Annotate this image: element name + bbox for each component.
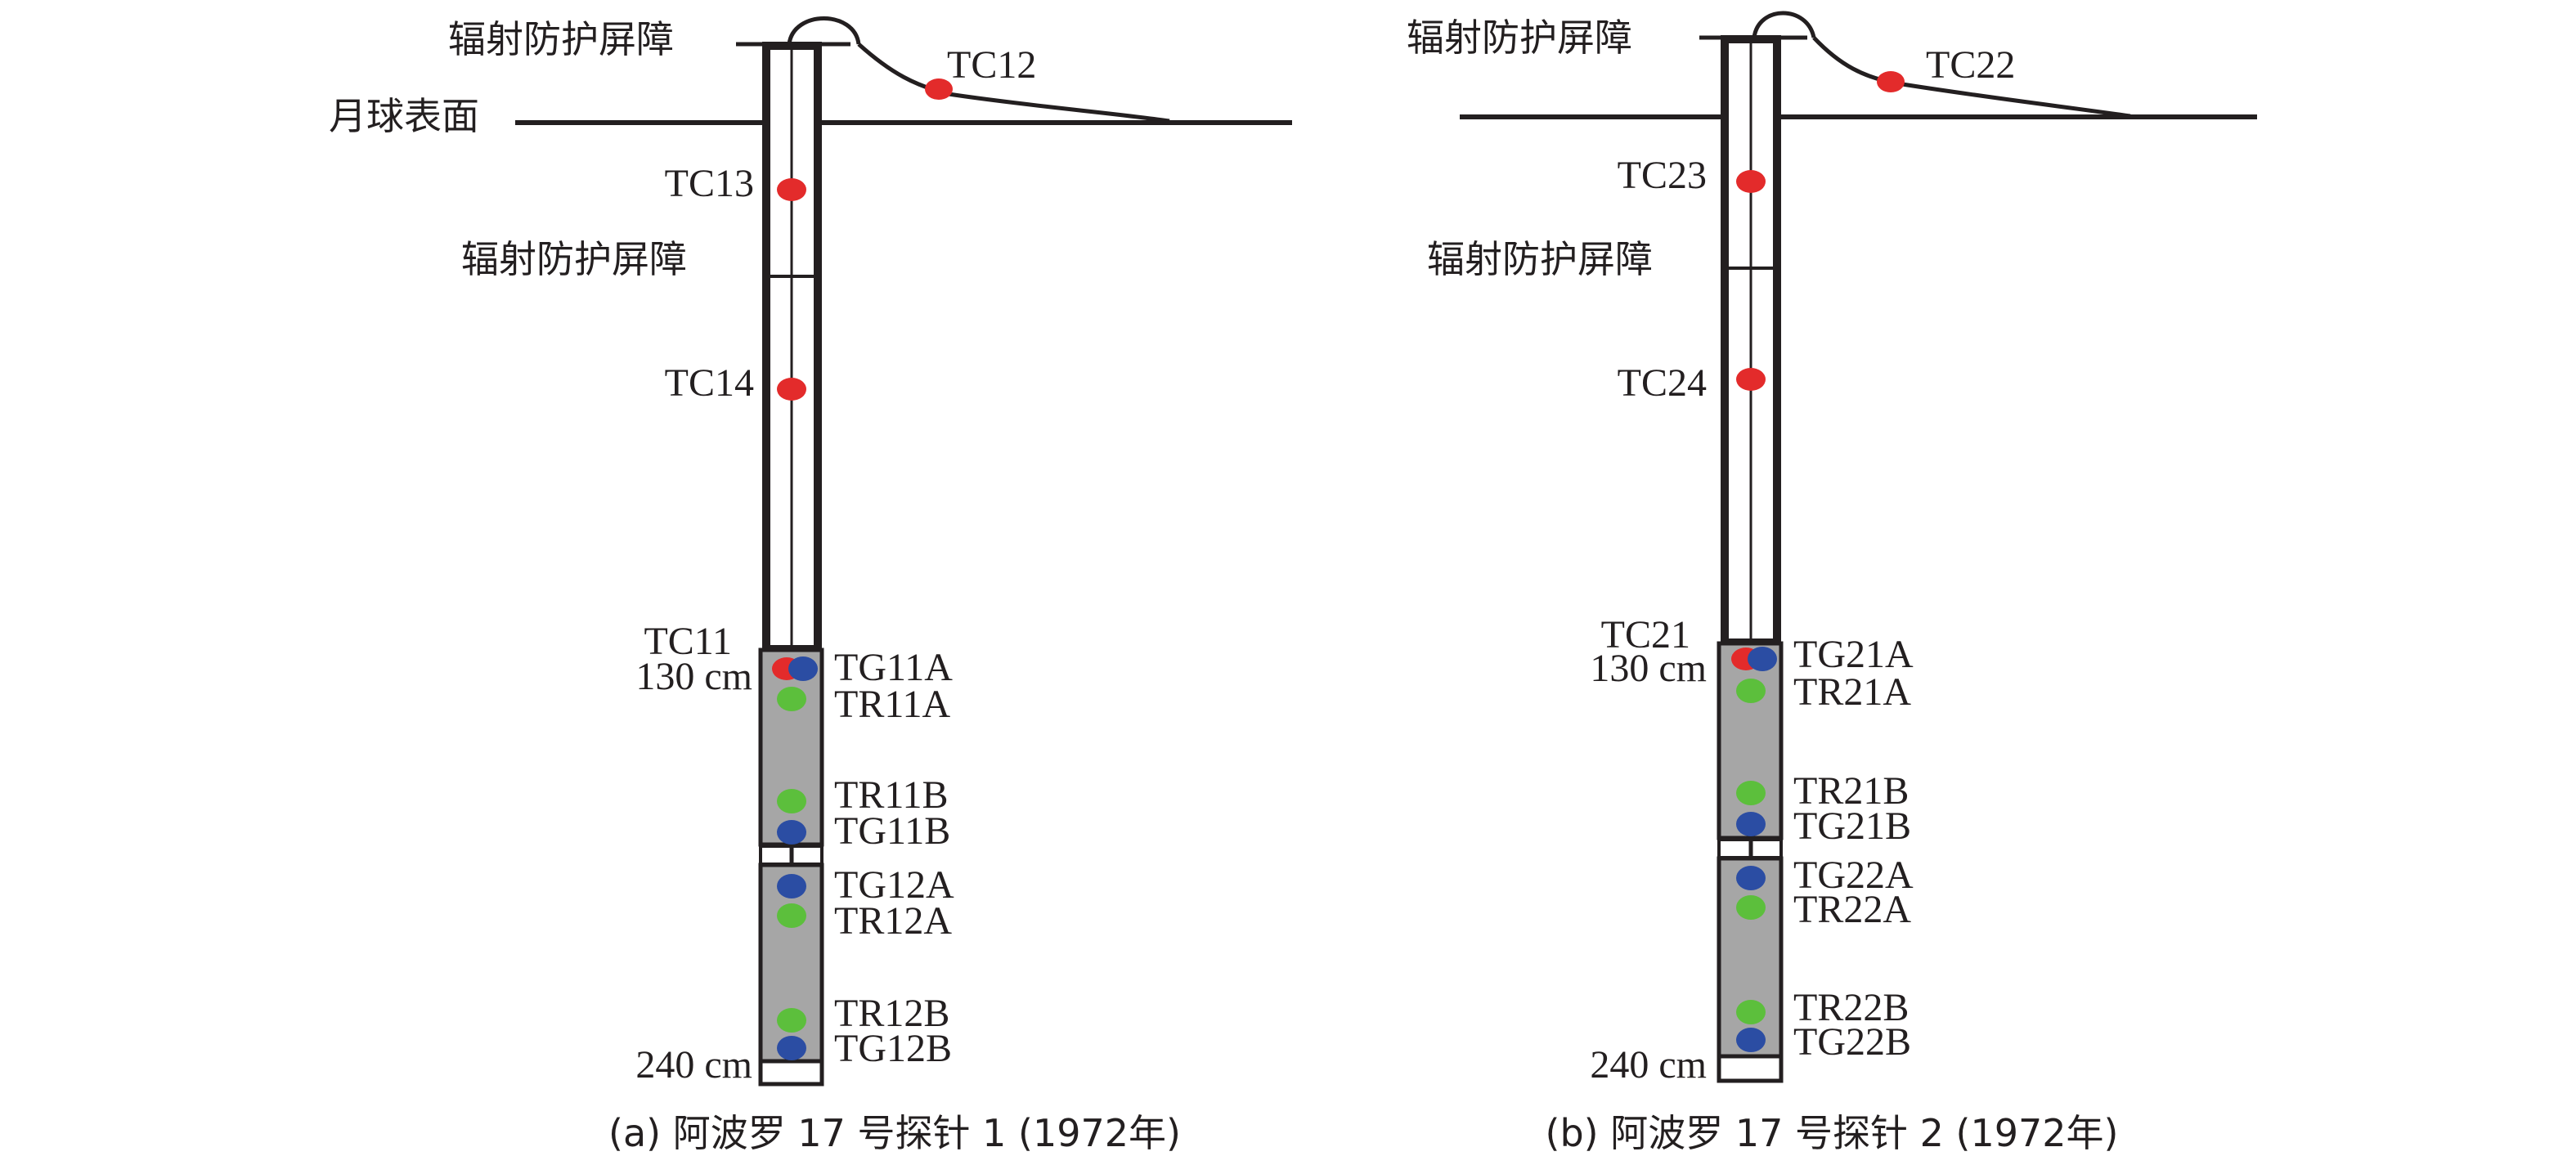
ring-sensor-1-b [1736,679,1766,703]
right-label-2-b: TR21A [1793,670,1911,714]
mid-shield-label-a: 辐射防护屏障 [461,237,687,281]
right-label-8-b: TG22B [1793,1020,1911,1064]
ring-sensor-3-a [777,903,806,928]
surface-probe-thermocouple-b [1877,71,1905,92]
ring-sensor-4-b [1736,1000,1766,1024]
thermocouple-2-a [777,378,806,401]
gradient-sensor-1-a [788,656,818,681]
probe-bottom-cap-b [1717,1054,1784,1083]
cable-loop-b [1752,11,1816,38]
right-label-3-a: TR11B [834,773,949,817]
depth-top-label-a: 130 cm [635,655,752,698]
gradient-sensor-4-a [777,1036,806,1060]
caption-b: (b) 阿波罗 17 号探针 2 (1972年) [1546,1111,2119,1155]
ring-sensor-4-a [777,1008,806,1033]
ring-sensor-1-a [777,687,806,711]
right-label-5-b: TG22A [1793,854,1914,897]
panel-a: 辐射防护屏障 月球表面 TC12 TC13 辐射防护屏障 TC14 TC11 1… [329,16,1292,1155]
right-label-1-a: TG11A [834,646,953,689]
depth-bottom-label-a: 240 cm [635,1043,752,1087]
surface-probe-label-a: TC12 [947,43,1036,87]
panel-b: 辐射防护屏障 TC22 TC23 辐射防护屏障 TC24 TC21 130 cm… [1407,11,2257,1155]
right-label-4-a: TG11B [834,809,950,853]
right-label-6-b: TR22A [1793,888,1911,931]
gradient-sensor-2-a [777,820,806,845]
right-label-4-b: TG21B [1793,804,1911,848]
gradient-sensor-4-b [1736,1028,1766,1052]
gradient-sensor-2-b [1736,812,1766,836]
depth-bottom-label-b: 240 cm [1590,1043,1707,1087]
surface-probe-thermocouple-a [925,78,953,100]
right-label-5-a: TG12A [834,863,954,907]
ring-sensor-3-b [1736,895,1766,920]
caption-a: (a) 阿波罗 17 号探针 1 (1972年) [608,1111,1181,1155]
gradient-sensor-3-b [1736,866,1766,890]
right-label-6-a: TR12A [834,899,952,943]
ring-sensor-2-b [1736,781,1766,805]
surface-probe-label-b: TC22 [1926,43,2015,87]
right-label-3-b: TR21B [1793,769,1909,813]
cable-loop-a [787,16,861,45]
upper-sensor-label-1-a: TC13 [665,162,754,205]
shield-top-label-a: 辐射防护屏障 [448,17,674,61]
right-label-1-b: TG21A [1793,633,1914,676]
lower-probe-section-1-b [1717,641,1784,840]
gradient-sensor-1-b [1748,647,1777,671]
right-label-2-a: TR11A [834,683,951,726]
bottom-upper-label-b: TC21 [1601,613,1690,656]
upper-sensor-label-1-b: TC23 [1618,154,1707,197]
upper-sensor-label-2-b: TC24 [1618,361,1707,405]
probe-bottom-cap-a [758,1059,824,1087]
bottom-upper-label-a: TC11 [644,620,732,663]
right-label-7-b: TR22B [1793,986,1909,1029]
thermocouple-2-b [1736,368,1766,391]
cable-to-surface-probe-a [857,43,1170,123]
ring-sensor-2-a [777,789,806,813]
surface-label-a: 月球表面 [329,94,479,138]
thermocouple-1-b [1736,170,1766,193]
gradient-sensor-3-a [777,874,806,898]
thermocouple-1-a [777,178,806,201]
depth-top-label-b: 130 cm [1590,647,1707,690]
mid-shield-label-b: 辐射防护屏障 [1427,237,1653,281]
right-label-8-a: TG12B [834,1027,952,1070]
upper-sensor-label-2-a: TC14 [665,361,754,405]
right-label-7-a: TR12B [834,992,949,1035]
cable-to-surface-probe-b [1812,36,2131,119]
shield-top-label-b: 辐射防护屏障 [1407,16,1632,60]
